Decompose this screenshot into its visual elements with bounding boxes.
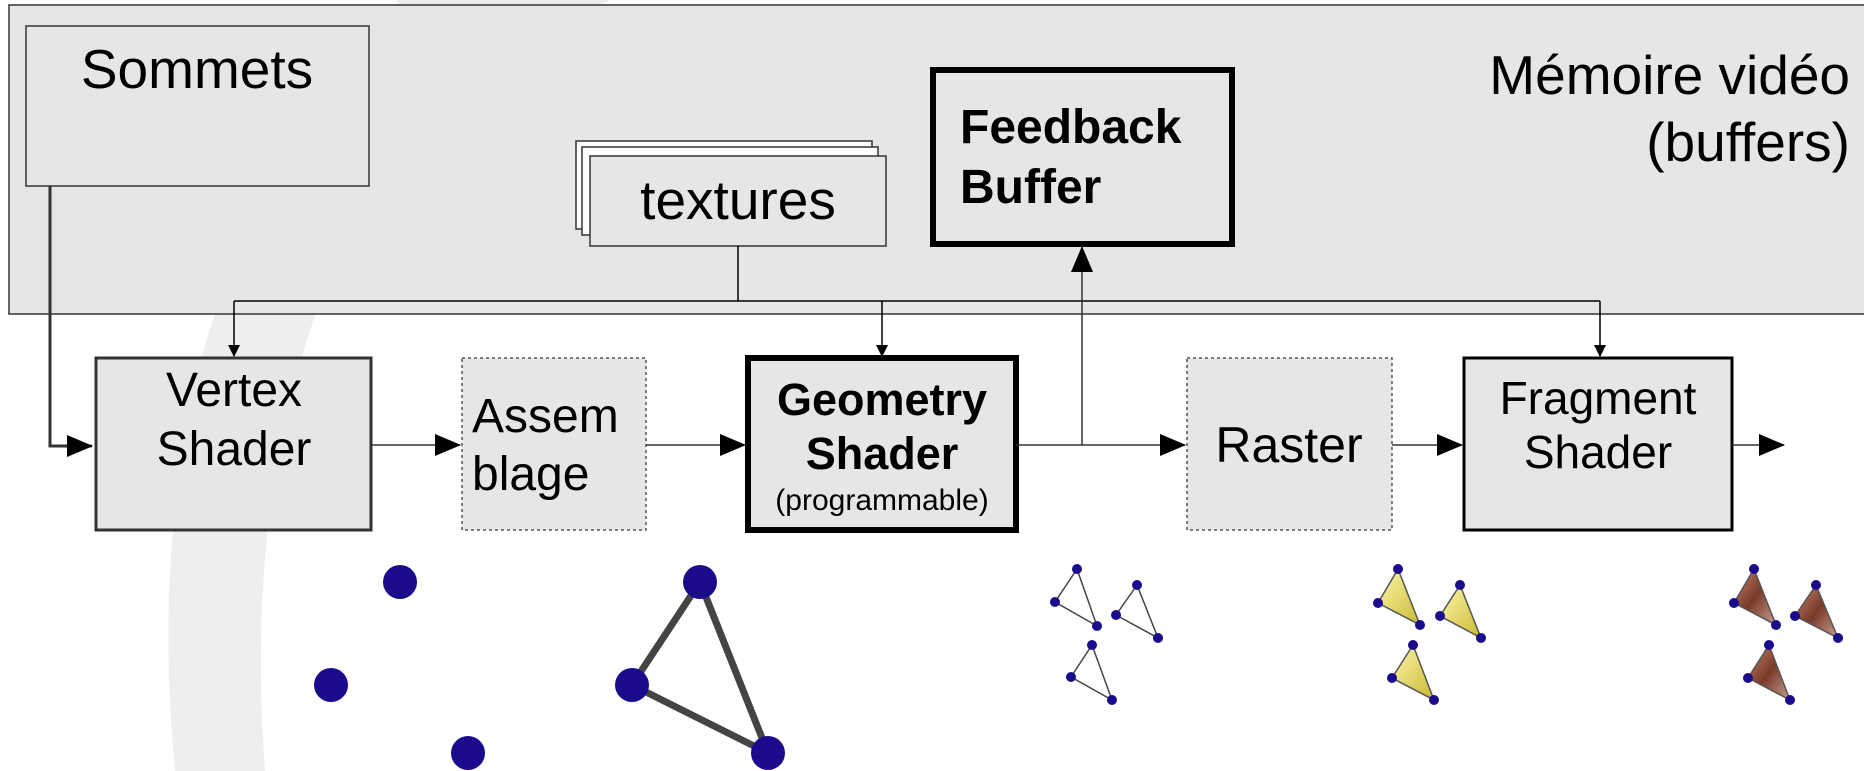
sommets-box bbox=[25, 25, 370, 187]
raster-label: Raster bbox=[1215, 417, 1362, 473]
feedback-buffer-box bbox=[930, 67, 1235, 247]
assemblage-box bbox=[461, 357, 647, 531]
background-arc bbox=[168, 0, 500, 771]
memory-title-line1: Mémoire vidéo bbox=[1489, 44, 1850, 106]
geometry-shader-box bbox=[745, 355, 1019, 533]
sommets-label: Sommets bbox=[81, 38, 313, 100]
textures-label: textures bbox=[640, 169, 836, 231]
geometry-shader-line2: Shader bbox=[806, 428, 959, 479]
rasterized-triangles bbox=[1376, 567, 1483, 702]
feedback-label-line1: Feedback bbox=[960, 101, 1182, 154]
vertex-shader-line1: Vertex bbox=[166, 364, 302, 417]
vertex-shader-line2: Shader bbox=[157, 423, 312, 476]
geometry-shader-line1: Geometry bbox=[777, 374, 987, 425]
assemblage-line1: Assem bbox=[472, 390, 619, 443]
fragment-shader-box bbox=[1462, 356, 1734, 532]
raster-box bbox=[1186, 357, 1393, 531]
assembled-triangle-illustration bbox=[615, 565, 785, 770]
fragment-shader-line2: Shader bbox=[1524, 426, 1672, 478]
texture-connectors bbox=[228, 246, 1606, 357]
textures-box bbox=[589, 155, 887, 247]
textured-fragment-triangles bbox=[1732, 567, 1840, 702]
pipeline-arrows bbox=[371, 246, 1785, 456]
vertex-shader-box bbox=[94, 356, 373, 532]
fragment-shader-line1: Fragment bbox=[1500, 372, 1697, 424]
geometry-shader-line3: (programmable) bbox=[775, 484, 988, 517]
sommets-to-vertex-arrow bbox=[48, 186, 93, 457]
memory-title-line2: (buffers) bbox=[1646, 111, 1850, 173]
assemblage-line2: blage bbox=[472, 448, 589, 501]
geometry-output-triangles bbox=[1053, 567, 1160, 702]
vertex-points-illustration bbox=[314, 565, 485, 770]
feedback-label-line2: Buffer bbox=[960, 161, 1101, 214]
